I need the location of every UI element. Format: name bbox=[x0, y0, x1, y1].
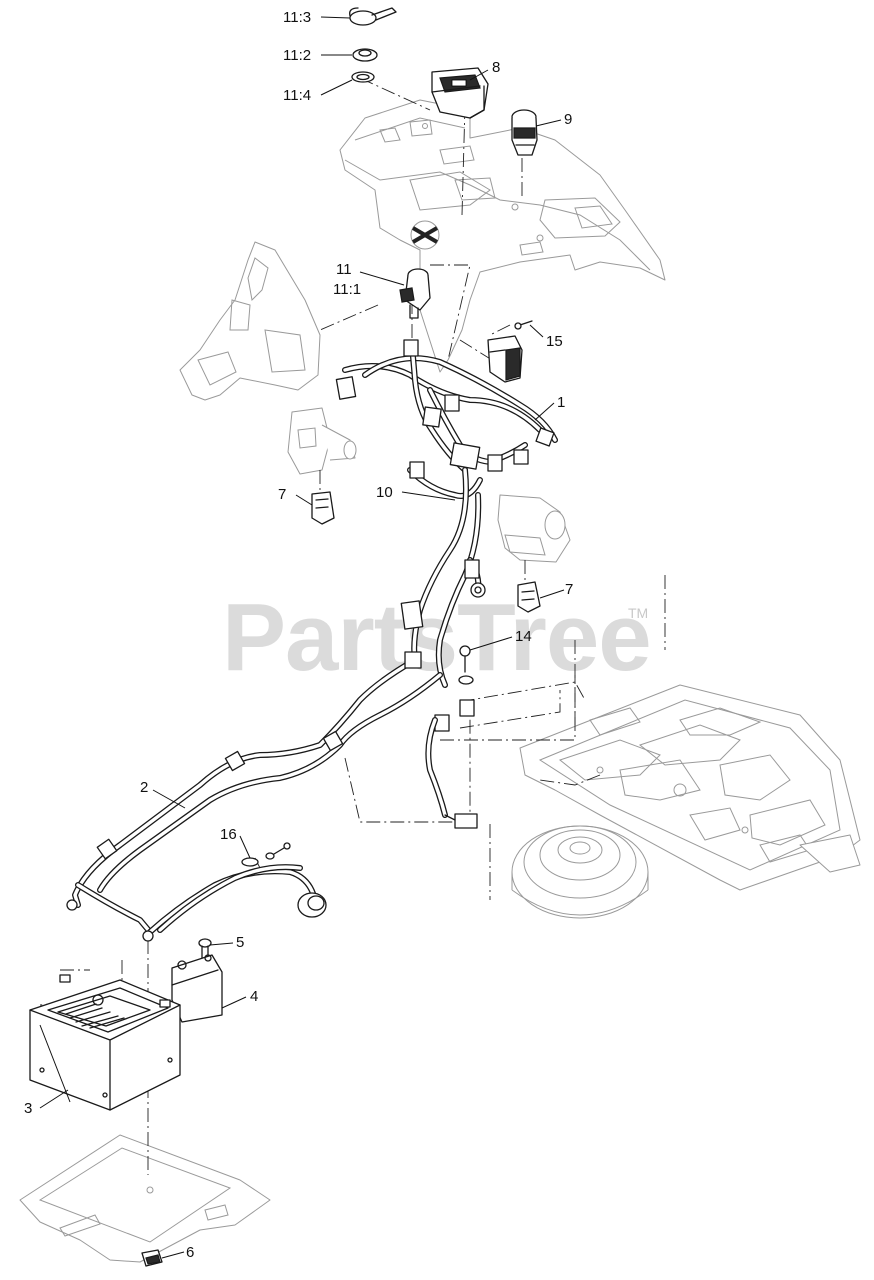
callout-7-right: 7 bbox=[565, 581, 573, 598]
ignition-switch[interactable] bbox=[399, 268, 431, 319]
left-side-plate-ghost bbox=[179, 241, 321, 401]
callout-labels: 11:3 11:2 11:4 8 9 11 11:1 15 1 10 7 7 1… bbox=[24, 9, 573, 1261]
ignition-nut[interactable] bbox=[352, 48, 378, 62]
callout-2: 2 bbox=[140, 779, 148, 796]
callout-9: 9 bbox=[564, 111, 572, 128]
leader-lines bbox=[39, 16, 565, 1259]
ground-screw-14[interactable] bbox=[458, 645, 474, 685]
callout-11-2: 11:2 bbox=[283, 47, 311, 64]
interlock-switch-right[interactable] bbox=[517, 581, 541, 613]
screw-15[interactable] bbox=[514, 320, 533, 330]
callout-11-1: 11:1 bbox=[333, 281, 361, 298]
main-wire-harness[interactable] bbox=[335, 339, 558, 688]
screw-16[interactable] bbox=[241, 842, 291, 867]
watermark-text: PartsTree bbox=[222, 584, 651, 691]
clip-6[interactable] bbox=[141, 1249, 163, 1267]
battery-wire-harness[interactable] bbox=[66, 651, 478, 942]
pto-clutch-ghost bbox=[511, 825, 649, 919]
interlock-switch-left[interactable] bbox=[311, 491, 335, 525]
console-panel-ghost bbox=[339, 99, 666, 373]
callout-15: 15 bbox=[546, 333, 563, 350]
callout-14: 14 bbox=[515, 628, 532, 645]
battery-tray-ghost bbox=[19, 1134, 271, 1263]
callout-3: 3 bbox=[24, 1100, 32, 1117]
ignition-key[interactable] bbox=[349, 7, 397, 26]
callout-11: 11 bbox=[336, 261, 352, 278]
callout-7-left: 7 bbox=[278, 486, 286, 503]
battery-holddown-bracket[interactable] bbox=[171, 954, 223, 1023]
chassis-deck-ghost bbox=[519, 684, 861, 891]
callout-16: 16 bbox=[220, 826, 237, 843]
callout-11-4: 11:4 bbox=[283, 87, 311, 104]
watermark-trademark: TM bbox=[628, 605, 648, 621]
assembly-guide-lines bbox=[39, 77, 666, 1175]
right-pedal-bracket-ghost bbox=[497, 494, 571, 563]
callout-11-3: 11:3 bbox=[283, 9, 311, 26]
pto-switch[interactable] bbox=[511, 109, 538, 156]
left-pedal-bracket-ghost bbox=[287, 407, 357, 475]
callout-8: 8 bbox=[492, 59, 500, 76]
callout-1: 1 bbox=[557, 394, 565, 411]
hour-meter[interactable] bbox=[431, 67, 489, 119]
relay-module[interactable] bbox=[487, 335, 523, 383]
callout-5: 5 bbox=[236, 934, 244, 951]
callout-6: 6 bbox=[186, 1244, 194, 1261]
ignition-washer[interactable] bbox=[351, 71, 375, 83]
callout-10: 10 bbox=[376, 484, 393, 501]
battery[interactable] bbox=[29, 974, 181, 1111]
callout-4: 4 bbox=[250, 988, 258, 1005]
